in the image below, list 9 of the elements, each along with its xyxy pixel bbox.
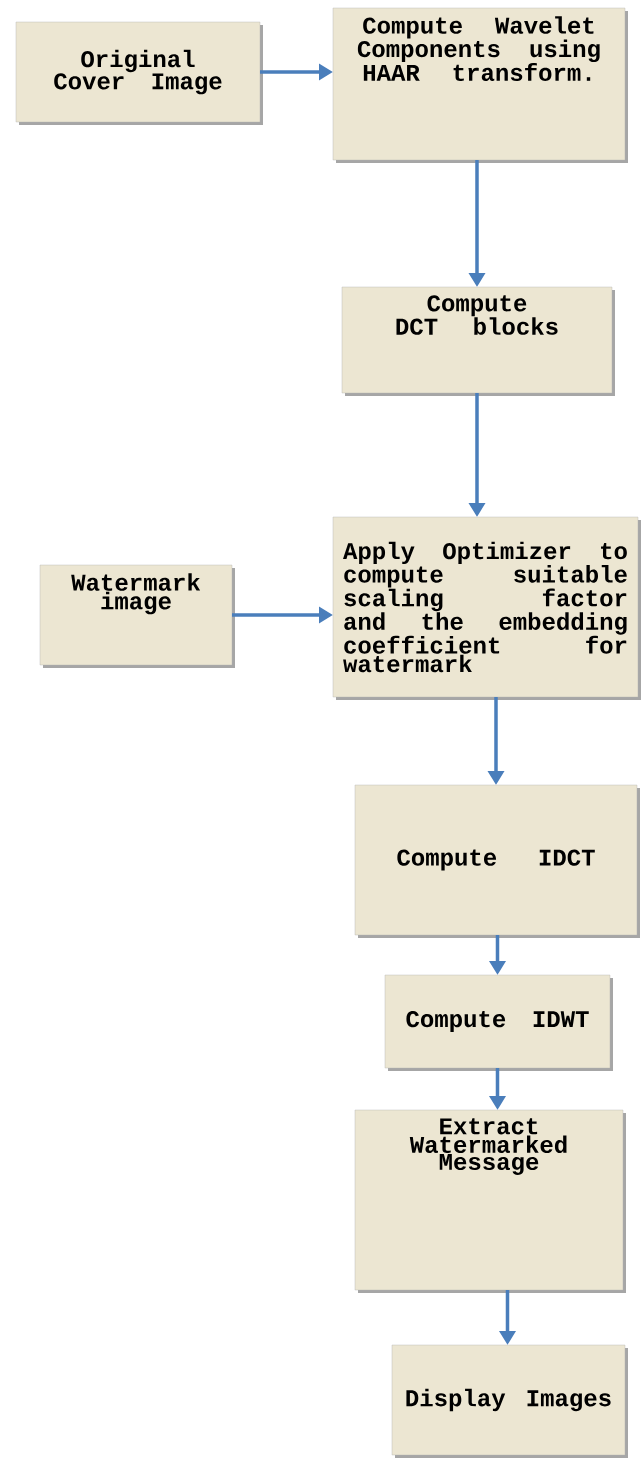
process-box: Apply Optimizer to compute suitable scaling factor and the embedding coefficient for watermark <box>332 516 641 700</box>
process-box: Display Images <box>391 1344 628 1458</box>
process-box: Compute DCT blocks <box>341 286 615 396</box>
process-box: Compute Wavelet Components using HAAR transform. <box>332 7 628 163</box>
process-box: Compute IDWT <box>384 974 613 1071</box>
process-box: Original Cover Image <box>15 21 263 125</box>
process-box: Compute IDCT <box>354 784 640 938</box>
process-box: Watermark image <box>39 564 235 668</box>
process-box: Extract Watermarked Message <box>354 1109 626 1293</box>
